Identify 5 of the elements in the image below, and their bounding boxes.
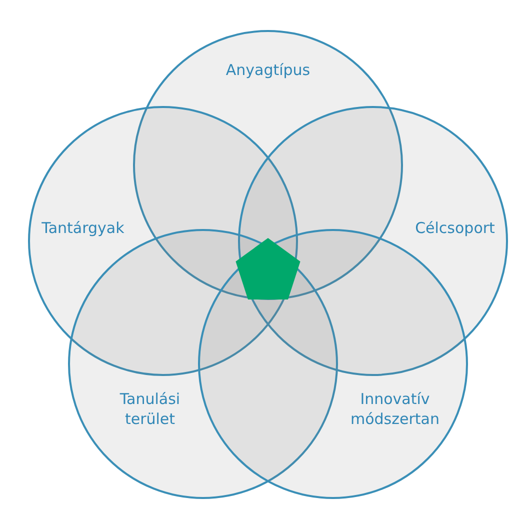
set-label: Innovatív módszertan [350,389,440,429]
set-label: Tanulási terület [118,389,182,429]
set-label: Célcsoport [414,218,496,238]
set-label: Tantárgyak [40,218,126,238]
set-label: Anyagtípus [224,60,312,80]
